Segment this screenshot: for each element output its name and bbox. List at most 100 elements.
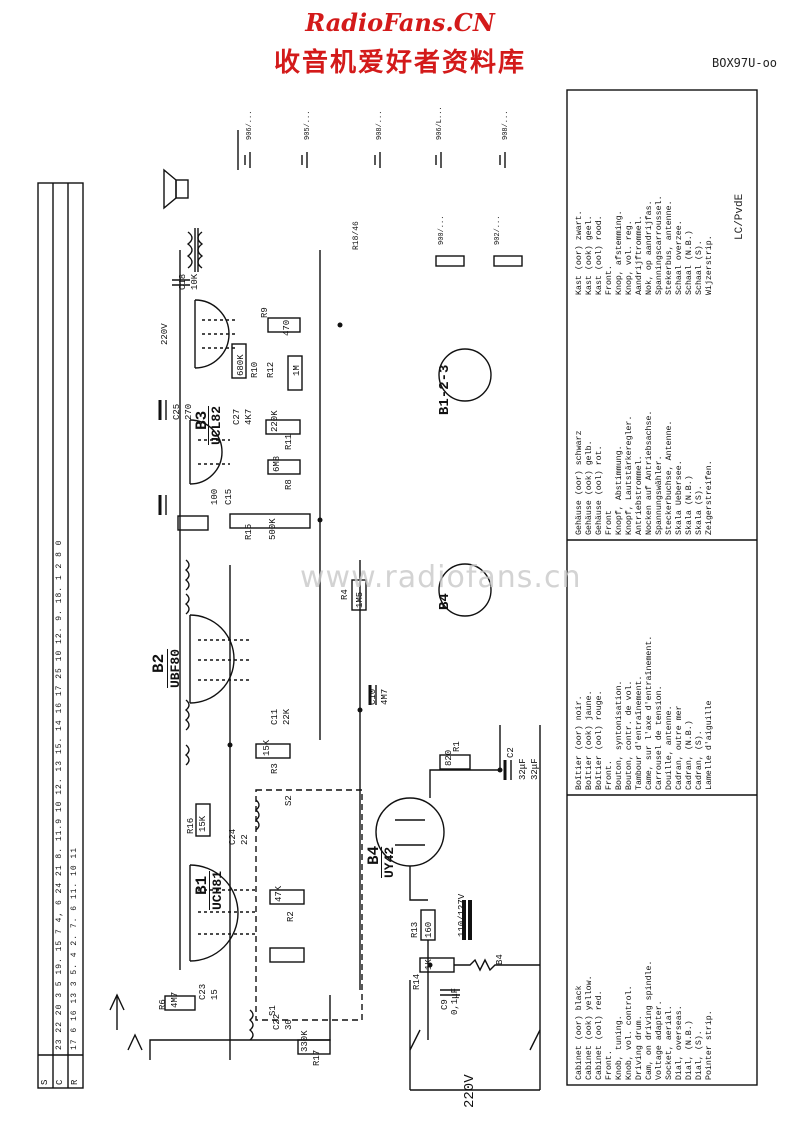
dutch-item-line: Aandrijftrommel. xyxy=(635,215,644,295)
value-r4: 1M5 xyxy=(355,591,365,608)
german-item: Antriebstrommel. xyxy=(635,455,644,535)
resistor-r10 xyxy=(231,343,247,379)
english-item-line: Front. xyxy=(605,1050,614,1080)
potentiometer-r15 xyxy=(229,513,311,529)
german-item: Zeigerstreifen. xyxy=(705,460,714,535)
label-c15: C15 xyxy=(224,488,234,505)
english-item-line: Pointer strip. xyxy=(705,1010,714,1080)
label-r10: R10 xyxy=(250,361,260,378)
german-item: Skala (S). xyxy=(695,485,704,535)
tube-ucl82-triode xyxy=(189,419,223,485)
value-r17: 330K xyxy=(300,1030,310,1052)
value-r15: 500K xyxy=(268,518,278,540)
value-r8: 6M8 xyxy=(272,455,282,472)
resistor-r1 xyxy=(439,754,471,770)
dutch-item-line: Nok, op aandrijfas. xyxy=(645,200,654,295)
top-part-2: 905/... xyxy=(304,110,312,140)
french-item-line: Carrousel de tension. xyxy=(655,685,664,790)
english-item-line: Voltage adapter. xyxy=(655,1000,664,1080)
resistor-r16 xyxy=(195,803,211,837)
german-item: Steckerbuchse, Antenne. xyxy=(665,420,674,535)
label-r17: R17 xyxy=(312,1049,322,1066)
label-mains-220v: 220V xyxy=(462,1074,478,1108)
value-r10: 680K xyxy=(236,354,246,376)
french-item-line: Cadran, (N.B.) xyxy=(685,720,694,790)
english-item-line: Dial, (N.B.) xyxy=(685,1020,694,1080)
speaker-symbol xyxy=(175,179,189,199)
resistor-r17-lower xyxy=(297,1039,331,1055)
oscillator-shield xyxy=(255,789,363,1021)
value-r2: 47K xyxy=(274,885,284,902)
tube-type-ubf80: UBF80 xyxy=(168,648,183,688)
socket-b4 xyxy=(438,563,492,617)
label-220v-top: 220V xyxy=(160,323,170,345)
english-item-line: Dial, overseas. xyxy=(675,1005,684,1080)
dutch-item-line: Schaal (N.B.) xyxy=(685,230,694,295)
parts-list-dutch: Kast (oor) zwart.Kast (ook) geel.Kast (o… xyxy=(575,195,715,295)
english-item-line: Cam, on driving spindle. xyxy=(645,960,654,1081)
resistor-900 xyxy=(435,255,465,267)
dutch-item-line: Kast (ook) geel. xyxy=(585,215,594,295)
label-c2: C2 xyxy=(506,747,516,758)
value-c9: 0,1μF xyxy=(450,987,460,1015)
german-item: Gehäuse (oor) schwarz xyxy=(575,430,584,535)
german-item: Knopf, Lautstärkeregler. xyxy=(625,415,634,536)
label-r3: R3 xyxy=(270,763,280,774)
value-r6: 4M7 xyxy=(170,991,180,1008)
socket-b123 xyxy=(438,348,492,402)
german-item: Nocken auf Antriebsachse. xyxy=(645,410,654,535)
english-item-line: Knob, vol. control. xyxy=(625,985,634,1080)
label-r9: R9 xyxy=(260,307,270,318)
french-item-line: Came, sur l'axe d'entraînement. xyxy=(645,635,654,790)
top-part-4: 906/L... xyxy=(436,106,444,140)
label-c11: C11 xyxy=(270,708,280,725)
french-item-line: Bouton, syntonisation. xyxy=(615,680,624,790)
label-r13: R13 xyxy=(410,921,420,938)
resistor-r6 xyxy=(164,995,196,1011)
german-item: Skala Uebersee. xyxy=(675,460,684,535)
label-r15: R15 xyxy=(244,523,254,540)
resistor-r8 xyxy=(267,459,301,475)
french-item-line: Cadran, (S). xyxy=(695,730,704,790)
scale-c-values: 23 22 20 3 5 19. 15 7 4, 6 24 21 8. 11.9… xyxy=(55,539,64,1050)
value-c2: 32μF xyxy=(518,758,528,780)
dutch-item-line: Knop, afstemming. xyxy=(615,210,624,295)
label-s1: S1 xyxy=(268,1005,278,1016)
english-item-line: Cabinet (oor) black xyxy=(575,985,584,1080)
dutch-item-line: Stekerbus, antenne. xyxy=(665,200,674,295)
value-c18: 10K xyxy=(190,273,200,290)
top-part-5: 908/... xyxy=(502,110,510,140)
french-item-line: Cadran, outre mer xyxy=(675,705,684,790)
german-item: Gehäuse (ook) gelb. xyxy=(585,440,594,535)
document-code: BOX97U-oo xyxy=(712,56,778,70)
resistor-r15-lower xyxy=(269,947,305,963)
socket-label-b123: B1-2-3 xyxy=(437,364,453,415)
english-item-line: Driving drum. xyxy=(635,1015,644,1080)
french-item-line: Boîtier (oor) noir. xyxy=(575,695,584,790)
english-item-line: Cabinet (ook) yellow. xyxy=(585,975,594,1080)
resistor-r9 xyxy=(267,317,301,333)
german-item: Spannungswähler. xyxy=(655,455,664,535)
value-c2b: 32μF xyxy=(530,758,540,780)
value-r9: 470 xyxy=(282,319,292,336)
resistor-r17 xyxy=(177,515,209,531)
value-r11: 220K xyxy=(270,410,280,432)
socket-label-b4: B4 xyxy=(437,593,453,610)
top-part-3: 908/... xyxy=(376,110,384,140)
english-item-line: Knob, tuning. xyxy=(615,1015,624,1080)
parts-list-french: Boîtier (oor) noir.Boîtier (ook) jaune.B… xyxy=(575,636,715,790)
value-r1: 820 xyxy=(444,749,454,766)
dutch-item-line: Wijzerstrip. xyxy=(705,235,714,295)
label-ref-r18: R18/46 xyxy=(352,221,361,250)
german-item: Gehäuse (ool) rot. xyxy=(595,445,604,535)
german-item: Knopf, Abstimmung. xyxy=(615,445,624,535)
label-c23: C23 xyxy=(198,983,208,1000)
tube-type-uch81: UCH81 xyxy=(210,870,225,910)
dutch-item-line: Front. xyxy=(605,265,614,295)
parts-list-frame xyxy=(566,89,758,1086)
value-c27: 4K7 xyxy=(244,408,254,425)
dutch-item-line: Knop, vol. reg. xyxy=(625,220,634,295)
label-b4-supply: B4 xyxy=(495,954,505,965)
